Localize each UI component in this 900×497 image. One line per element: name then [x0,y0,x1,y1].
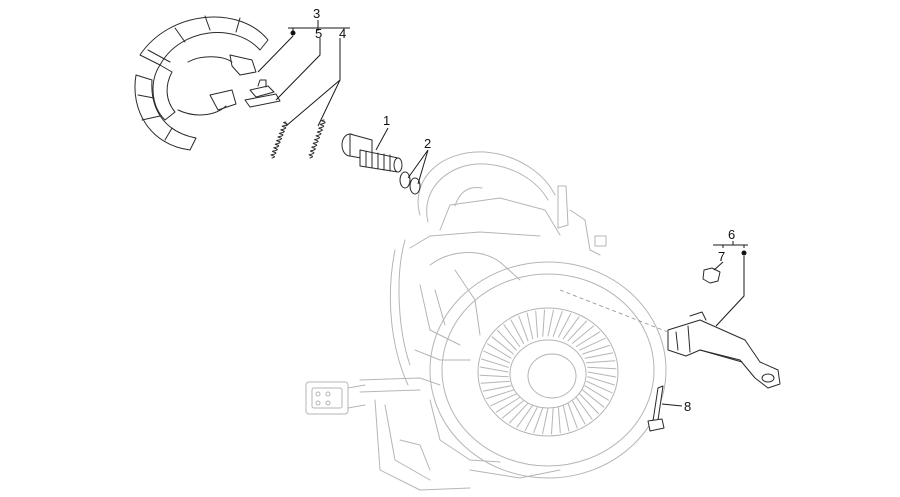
callout-8: 8 [684,399,691,414]
callout-dot-6 [741,250,747,256]
callouts: 3 5 4 1 2 6 7 8 [257,6,748,414]
callout-7: 7 [718,249,725,264]
brake-shoe-assembly [134,15,269,151]
nut [702,267,721,284]
callout-6: 6 [728,227,735,242]
brake-cam-shaft [341,133,403,173]
callout-1: 1 [383,113,390,128]
callout-5: 5 [315,26,322,41]
callout-3: 3 [313,6,320,21]
bolt [647,385,665,432]
washers [399,171,421,195]
callout-2: 2 [424,136,431,151]
engine-housing [305,151,667,491]
spring-right [308,119,326,159]
callout-4: 4 [339,26,346,41]
shoe-clip [244,79,281,108]
callout-dot-3 [290,30,296,36]
spring-left [270,121,288,159]
cable-bracket [667,311,781,389]
assembly-axis [559,289,669,333]
